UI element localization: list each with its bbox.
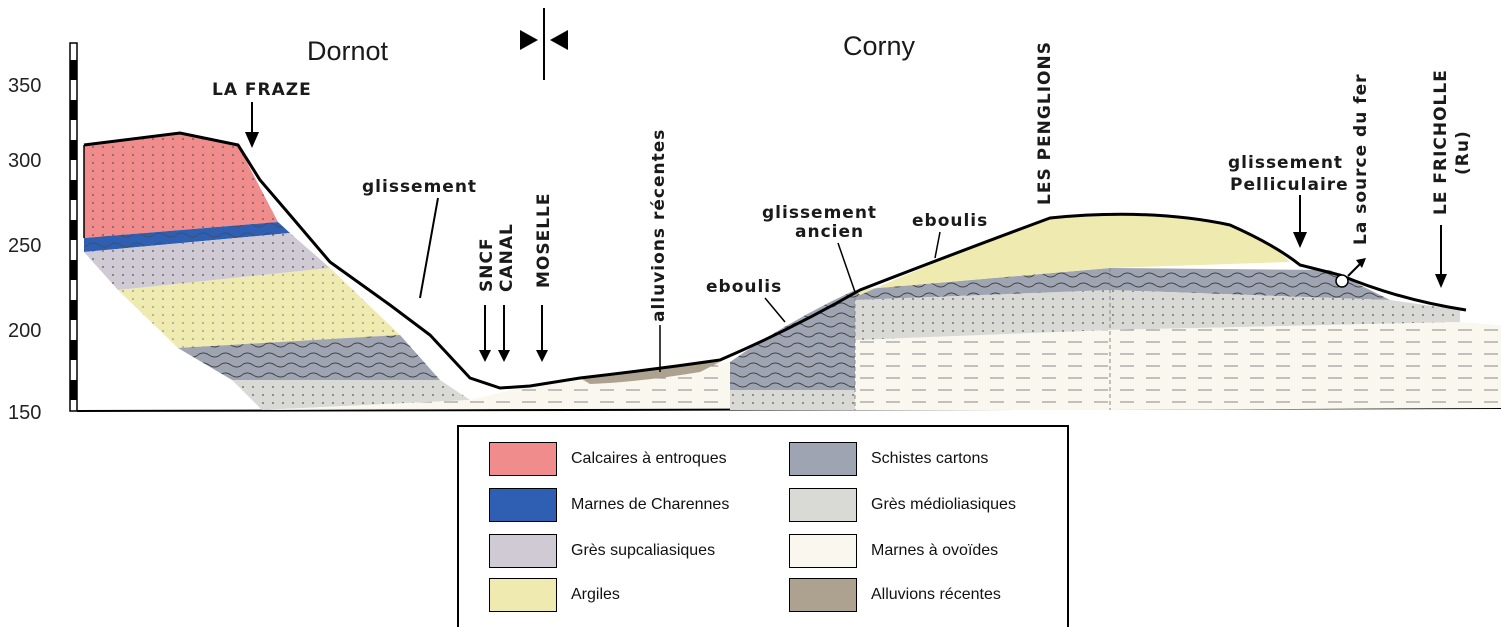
legend-item: Calcaires à entroques xyxy=(489,441,727,477)
right-hill-layers xyxy=(262,214,1501,410)
y-tick-label: 350 xyxy=(8,75,41,97)
legend-item: Grès médioliasiques xyxy=(789,487,1016,523)
y-tick-label: 150 xyxy=(8,402,41,424)
left-hill-layers xyxy=(84,133,470,410)
label-sncf: SNCF xyxy=(477,237,497,292)
legend-label: Calcaires à entroques xyxy=(571,450,727,468)
legend: Calcaires à entroques Marnes de Charenne… xyxy=(457,425,1069,627)
legend-swatch xyxy=(789,578,857,612)
label-canal: CANAL xyxy=(497,223,517,292)
label-la-fraze: LA FRAZE xyxy=(212,80,312,100)
geological-cross-section: 350 300 250 200 150 xyxy=(0,0,1501,425)
legend-label: Schistes cartons xyxy=(871,450,988,468)
label-glissement-pelliculaire-2: Pelliculaire xyxy=(1230,175,1349,195)
legend-swatch xyxy=(489,578,557,612)
legend-item: Argiles xyxy=(489,577,620,613)
label-glissement-pelliculaire-1: glissement xyxy=(1228,153,1343,173)
label-glissement-ancien-1: glissement xyxy=(762,203,877,223)
legend-item: Marnes de Charennes xyxy=(489,487,729,523)
place-corny: Corny xyxy=(843,31,916,61)
legend-swatch xyxy=(489,442,557,476)
label-moselle: MOSELLE xyxy=(534,192,554,288)
y-tick-label: 250 xyxy=(8,235,41,257)
label-source-du-fer: La source du fer xyxy=(1351,73,1371,245)
legend-swatch xyxy=(489,534,557,568)
place-dornot: Dornot xyxy=(307,36,389,66)
legend-item: Marnes à ovoïdes xyxy=(789,533,998,569)
legend-item: Schistes cartons xyxy=(789,441,988,477)
legend-swatch xyxy=(489,488,557,522)
label-eboulis-right: eboulis xyxy=(912,211,988,231)
legend-swatch xyxy=(789,488,857,522)
y-tick-label: 300 xyxy=(8,150,41,172)
legend-item: Alluvions récentes xyxy=(789,577,1001,613)
legend-label: Marnes de Charennes xyxy=(571,496,729,514)
legend-item: Grès supcaliasiques xyxy=(489,533,715,569)
label-eboulis-left: eboulis xyxy=(706,277,782,297)
label-les-penglions: LES PENGLIONS xyxy=(1035,41,1055,205)
arrow-glissement xyxy=(420,198,438,298)
legend-label: Alluvions récentes xyxy=(871,586,1001,604)
legend-label: Grès médioliasiques xyxy=(871,496,1016,514)
label-ru: (Ru) xyxy=(1453,130,1473,175)
label-glissement-ancien-2: ancien xyxy=(795,222,864,242)
legend-label: Marnes à ovoïdes xyxy=(871,542,998,560)
spring-symbol xyxy=(1336,275,1348,287)
legend-swatch xyxy=(789,534,857,568)
label-le-fricholle: LE FRICHOLLE xyxy=(1431,69,1451,215)
legend-swatch xyxy=(789,442,857,476)
y-axis xyxy=(70,43,77,411)
legend-label: Argiles xyxy=(571,586,620,604)
fault-symbol xyxy=(520,8,568,80)
label-alluvions: alluvions récentes xyxy=(649,129,669,322)
label-glissement: glissement xyxy=(362,177,477,197)
y-tick-label: 200 xyxy=(8,320,41,342)
legend-label: Grès supcaliasiques xyxy=(571,542,715,560)
